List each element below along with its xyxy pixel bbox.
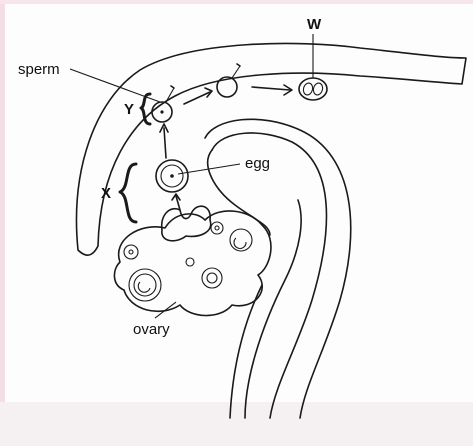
arrow-to-zygote [184,92,210,104]
label-sperm: sperm [18,61,60,78]
bracket-y [141,94,150,124]
zygote-cell [217,64,240,97]
arrow-to-embryo [252,87,290,90]
uterus-outer-wall [205,119,351,418]
two-cell-embryo [299,78,327,100]
uterus-inner-wall [212,133,326,418]
label-egg: egg [245,155,270,172]
arrow-egg-to-fertilization [164,128,166,158]
follicles [124,222,252,301]
cervix-left-wall [245,200,301,418]
label-y: Y [124,101,134,118]
ovary-leader-line [155,302,176,318]
egg-cell [156,160,188,192]
bracket-x [120,164,136,222]
label-w: W [307,16,322,33]
label-ovary: ovary [133,321,170,338]
label-x: X [101,185,111,202]
